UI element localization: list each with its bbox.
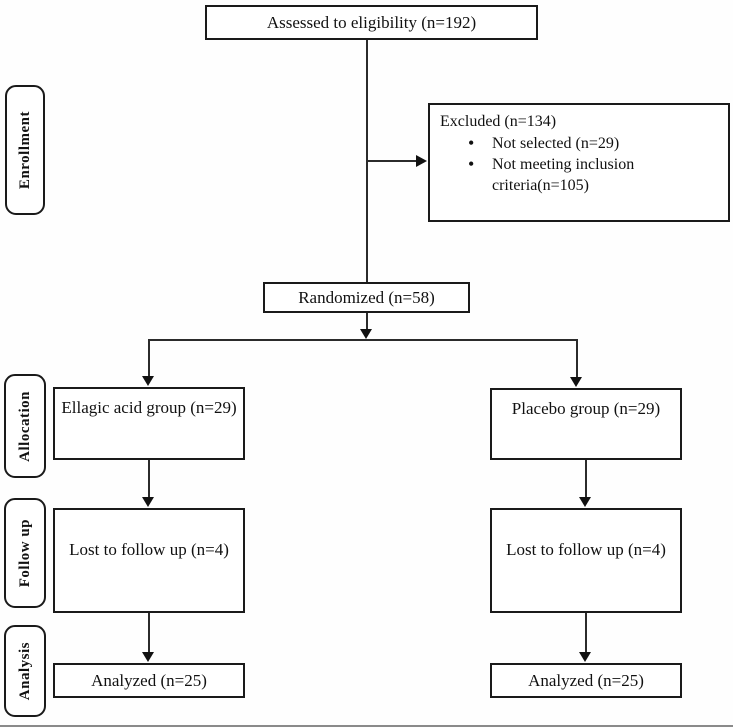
connector-placebo-to-lost	[585, 460, 587, 498]
assessed-box: Assessed to eligibility (n=192)	[205, 5, 538, 40]
arrowhead-lost-left-icon	[142, 497, 154, 507]
analyzed-right-box: Analyzed (n=25)	[490, 663, 682, 698]
arrowhead-excluded-icon	[416, 155, 427, 167]
excluded-item: Not selected (n=29)	[468, 133, 728, 154]
lost-follow-up-right-label: Lost to follow up (n=4)	[506, 540, 666, 559]
stage-allocation: Allocation	[4, 374, 46, 478]
stage-enrollment: Enrollment	[5, 85, 45, 215]
assessed-label: Assessed to eligibility (n=192)	[266, 12, 477, 32]
connector-branch-right	[576, 339, 578, 378]
stage-allocation-label: Allocation	[16, 390, 33, 462]
excluded-item: Not meeting inclusion criteria(n=105)	[468, 154, 728, 196]
placebo-group-box: Placebo group (n=29)	[490, 388, 682, 460]
analyzed-left-box: Analyzed (n=25)	[53, 663, 245, 698]
placebo-group-label: Placebo group (n=29)	[511, 399, 661, 418]
figure-bottom-edge	[0, 725, 733, 727]
stage-follow-up-label: Follow up	[16, 518, 33, 588]
connector-ellagic-to-lost	[148, 460, 150, 498]
excluded-title: Excluded (n=134)	[440, 113, 557, 130]
arrowhead-branch-icon	[360, 329, 372, 339]
stage-follow-up: Follow up	[4, 498, 46, 608]
stage-analysis-label: Analysis	[16, 641, 33, 701]
arrowhead-lost-right-icon	[579, 497, 591, 507]
connector-to-excluded	[367, 160, 417, 162]
lost-follow-up-left-label: Lost to follow up (n=4)	[69, 540, 229, 559]
branch-horizontal-line	[148, 339, 578, 341]
arrowhead-ellagic-icon	[142, 376, 154, 386]
lost-follow-up-left-box: Lost to follow up (n=4)	[53, 508, 245, 613]
lost-follow-up-right-box: Lost to follow up (n=4)	[490, 508, 682, 613]
analyzed-left-label: Analyzed (n=25)	[91, 670, 207, 690]
excluded-list: Not selected (n=29) Not meeting inclusio…	[430, 133, 728, 196]
stage-enrollment-label: Enrollment	[16, 110, 33, 190]
randomized-box: Randomized (n=58)	[263, 282, 470, 313]
randomized-label: Randomized (n=58)	[298, 287, 435, 307]
connector-lost-to-analyzed-left	[148, 613, 150, 653]
analyzed-right-label: Analyzed (n=25)	[528, 670, 644, 690]
arrowhead-analyzed-left-icon	[142, 652, 154, 662]
stage-analysis: Analysis	[4, 625, 46, 717]
ellagic-group-label: Ellagic acid group (n=29)	[61, 398, 237, 417]
excluded-box: Excluded (n=134) Not selected (n=29) Not…	[428, 103, 730, 222]
arrowhead-analyzed-right-icon	[579, 652, 591, 662]
connector-randomized-down	[366, 313, 368, 331]
arrowhead-placebo-icon	[570, 377, 582, 387]
ellagic-group-box: Ellagic acid group (n=29)	[53, 387, 245, 460]
connector-lost-to-analyzed-right	[585, 613, 587, 653]
connector-branch-left	[148, 339, 150, 377]
